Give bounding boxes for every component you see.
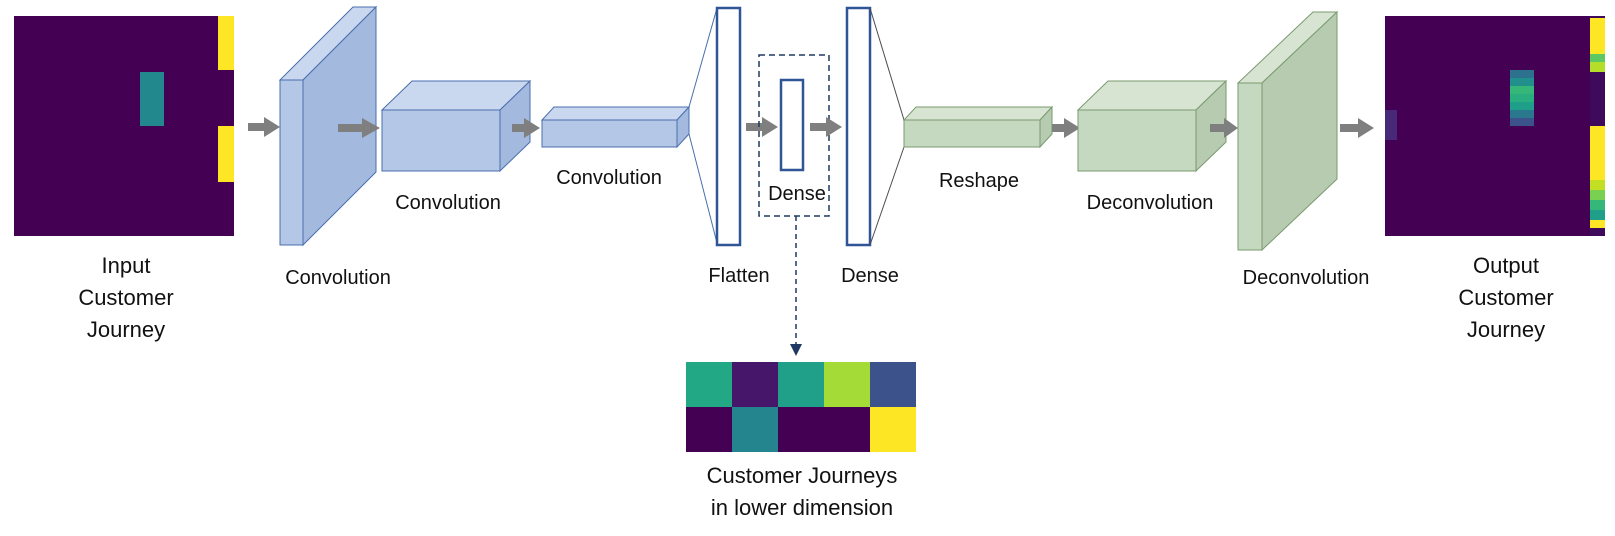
latent-dense-label: Dense <box>768 183 826 205</box>
output-label-line2: Customer <box>1458 285 1553 310</box>
arrow-conv1-to-conv2 <box>338 118 380 138</box>
conv2-label: Convolution <box>395 192 501 214</box>
latent-cell <box>824 362 870 407</box>
input-label-line2: Customer <box>78 285 173 310</box>
input-label-line1: Input <box>102 253 151 278</box>
output-label-line3: Journey <box>1467 317 1545 342</box>
conv1-label: Convolution <box>285 267 391 289</box>
latent-cell <box>778 407 824 452</box>
conv3-label: Convolution <box>556 167 662 189</box>
arrow-deconv2-to-output <box>1340 118 1374 138</box>
reshape-block <box>902 105 1054 149</box>
latent-cell <box>824 407 870 452</box>
latent-grid <box>686 362 916 452</box>
arrow-flatten-to-dense <box>746 117 778 137</box>
arrow-dense-to-dense2 <box>810 117 842 137</box>
arrow-input-to-conv1 <box>248 117 280 137</box>
connector-dense2-reshape <box>869 7 905 246</box>
deconv1-block <box>1076 79 1228 173</box>
flatten-layer <box>715 6 742 247</box>
dense2-layer <box>845 6 872 247</box>
input-journey-image <box>14 16 234 236</box>
latent-label-line1: Customer Journeys <box>707 463 898 488</box>
latent-highlight-box <box>758 54 830 217</box>
latent-cell <box>686 407 732 452</box>
latent-cell <box>732 407 778 452</box>
deconv1-label: Deconvolution <box>1087 192 1214 214</box>
latent-cell <box>870 407 916 452</box>
latent-dense-layer <box>779 78 805 172</box>
latent-cell <box>732 362 778 407</box>
latent-label-line2: in lower dimension <box>711 495 893 520</box>
conv2-block <box>380 79 532 173</box>
arrow-deconv1-to-deconv2 <box>1210 118 1238 138</box>
flatten-label: Flatten <box>708 265 769 287</box>
output-label-line1: Output <box>1473 253 1539 278</box>
output-journey-image <box>1385 16 1605 236</box>
arrow-conv2-to-conv3 <box>512 118 540 138</box>
arrow-reshape-to-deconv1 <box>1052 118 1080 138</box>
reshape-label: Reshape <box>939 170 1019 192</box>
deconv2-block <box>1236 10 1339 252</box>
connector-conv3-flatten <box>688 7 718 244</box>
deconv2-label: Deconvolution <box>1243 267 1370 289</box>
latent-cell <box>778 362 824 407</box>
latent-cell <box>686 362 732 407</box>
dense2-label: Dense <box>841 265 899 287</box>
latent-cell <box>870 362 916 407</box>
input-label-line3: Journey <box>87 317 165 342</box>
conv3-block <box>540 105 691 149</box>
